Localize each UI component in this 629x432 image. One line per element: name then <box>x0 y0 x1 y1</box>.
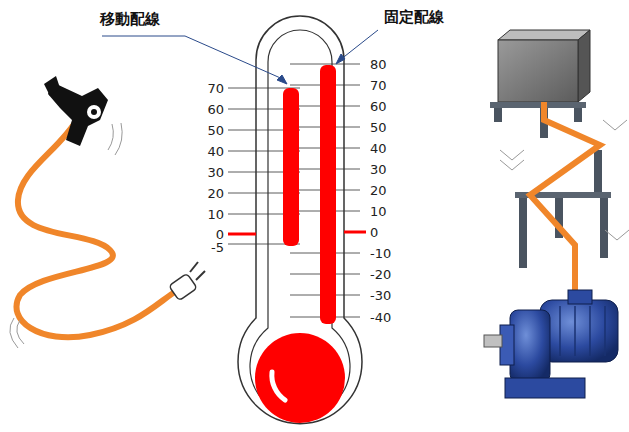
scale-number: -30 <box>370 289 391 302</box>
scale-number: -10 <box>370 247 391 260</box>
scale-number: 80 <box>370 58 387 71</box>
hair-dryer <box>10 76 178 348</box>
scale-number: 60 <box>370 100 387 113</box>
scale-number: 10 <box>370 205 387 218</box>
scale-number: 30 <box>370 163 387 176</box>
scale-number: 10 <box>207 208 224 221</box>
scale-number: 50 <box>370 121 387 134</box>
scale-number: 60 <box>207 103 224 116</box>
power-plug <box>169 262 205 301</box>
scale-number: -40 <box>370 311 391 324</box>
scale-number: 70 <box>207 82 224 95</box>
callout-label: 移動配線 <box>100 12 160 27</box>
callout-label: 固定配線 <box>384 10 444 25</box>
scale-number: -5 <box>211 241 224 254</box>
thermometer <box>228 16 366 424</box>
scale-number: 0 <box>216 228 224 241</box>
scale-number: 70 <box>370 79 387 92</box>
scale-number: 0 <box>370 226 378 239</box>
leader-line <box>102 30 378 84</box>
scale-number: 40 <box>207 145 224 158</box>
scale-number: -20 <box>370 268 391 281</box>
fixed-cable <box>500 102 629 300</box>
scale-number: 20 <box>370 184 387 197</box>
gear-motor <box>484 290 618 398</box>
scale-number: 30 <box>207 166 224 179</box>
scale-number: 20 <box>207 187 224 200</box>
scale-number: 40 <box>370 142 387 155</box>
scale-number: 50 <box>207 124 224 137</box>
